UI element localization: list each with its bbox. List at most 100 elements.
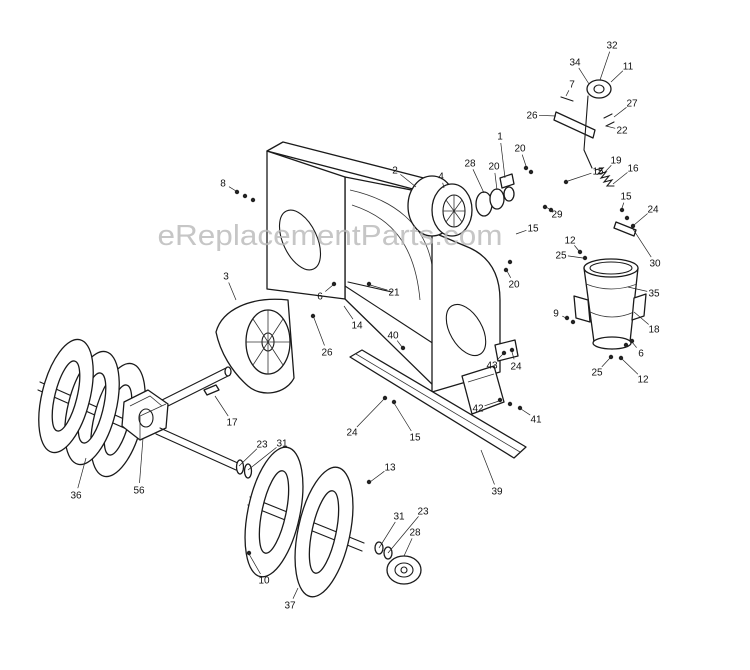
auger-pulley	[374, 541, 422, 585]
auger-shaft	[155, 427, 253, 479]
leader-line	[567, 255, 584, 259]
callout-label: 6	[638, 349, 644, 360]
callout-label: 42	[472, 404, 484, 415]
auger-housing	[266, 141, 501, 393]
leader-line	[515, 229, 527, 235]
gearbox	[121, 389, 169, 441]
leader-line	[506, 270, 512, 278]
callout-label: 14	[351, 321, 363, 332]
callout-label: 2	[392, 166, 398, 177]
leader-line	[356, 398, 385, 428]
callout-label: 21	[388, 288, 400, 299]
callout-label: 28	[464, 159, 476, 170]
leader-line	[621, 202, 625, 209]
leader-line	[604, 164, 612, 173]
callout-label: 41	[530, 415, 542, 426]
callout-label: 15	[620, 192, 632, 203]
leader-line	[627, 286, 648, 292]
right-auger	[244, 446, 365, 598]
callout-label: 12	[637, 375, 649, 386]
leader-line	[472, 169, 485, 194]
callout-label: 28	[409, 528, 421, 539]
callout-label: 10	[258, 576, 270, 587]
callout-label: 22	[616, 126, 628, 137]
callout-label: 9	[553, 309, 559, 320]
callout-label: 37	[284, 601, 296, 612]
callout-label: 15	[592, 167, 604, 178]
leader-line	[228, 186, 237, 192]
leader-line	[393, 402, 412, 432]
callout-label: 27	[626, 99, 638, 110]
leader-line	[612, 172, 628, 185]
callout-label: 7	[569, 80, 575, 91]
leader-line	[480, 449, 495, 485]
bearing-flange	[475, 173, 515, 217]
leader-line	[511, 351, 515, 360]
scraper-bar	[349, 349, 527, 459]
leader-line	[545, 206, 552, 211]
callout-label: 16	[627, 164, 639, 175]
leader-line	[214, 395, 229, 417]
leader-line	[442, 182, 445, 189]
leader-line	[613, 107, 627, 118]
callout-label: 12	[564, 236, 576, 247]
leader-line	[520, 408, 531, 416]
watermark: eReplacementParts.com	[158, 220, 503, 252]
callout-label: 4	[438, 172, 444, 183]
leader-line	[387, 516, 419, 554]
leader-line	[599, 51, 611, 81]
chute-deflector-control	[553, 79, 615, 187]
callout-label: 43	[486, 361, 498, 372]
input-shaft	[157, 366, 232, 410]
leader-line	[494, 172, 498, 191]
leader-line	[325, 284, 334, 292]
callout-label: 36	[70, 491, 82, 502]
callout-label: 56	[133, 486, 145, 497]
callout-label: 24	[510, 362, 522, 373]
callout-label: 31	[276, 439, 288, 450]
leader-line	[484, 400, 500, 407]
leader-line	[403, 538, 413, 557]
leader-line	[538, 114, 557, 117]
impeller-plate	[215, 298, 295, 394]
blower-housing	[407, 175, 473, 237]
leader-line	[601, 357, 611, 368]
callout-label: 29	[551, 210, 563, 221]
leader-line	[77, 457, 87, 489]
leader-lines	[77, 51, 652, 599]
callout-label: 25	[555, 251, 567, 262]
callout-label: 6	[317, 292, 323, 303]
callout-label: 39	[491, 487, 503, 498]
leader-line	[248, 553, 261, 575]
callout-label: 24	[647, 205, 659, 216]
leader-line	[631, 341, 637, 348]
callout-label: 23	[256, 440, 268, 451]
callout-label: 20	[488, 162, 500, 173]
leader-line	[500, 142, 506, 179]
leader-line	[400, 174, 417, 188]
leader-line	[369, 284, 388, 291]
callout-label: 24	[346, 428, 358, 439]
callout-label: 25	[591, 368, 603, 379]
leader-line	[247, 447, 277, 471]
callout-label: 11	[623, 62, 634, 73]
skid-bracket	[461, 339, 519, 415]
leader-line	[313, 317, 325, 346]
callout-label: 17	[226, 418, 238, 429]
callout-label: 19	[610, 156, 622, 167]
leader-line	[343, 305, 354, 320]
callout-label: 15	[409, 433, 421, 444]
callout-label: 35	[648, 289, 660, 300]
leader-line	[369, 470, 385, 483]
leader-line	[610, 70, 624, 83]
leader-line	[139, 437, 144, 484]
leader-line	[292, 587, 299, 599]
leader-line	[521, 154, 527, 167]
leader-line	[565, 90, 570, 97]
leader-line	[378, 521, 396, 549]
callout-label: 26	[321, 348, 333, 359]
leader-line	[578, 67, 590, 85]
callout-label: 18	[648, 325, 660, 336]
